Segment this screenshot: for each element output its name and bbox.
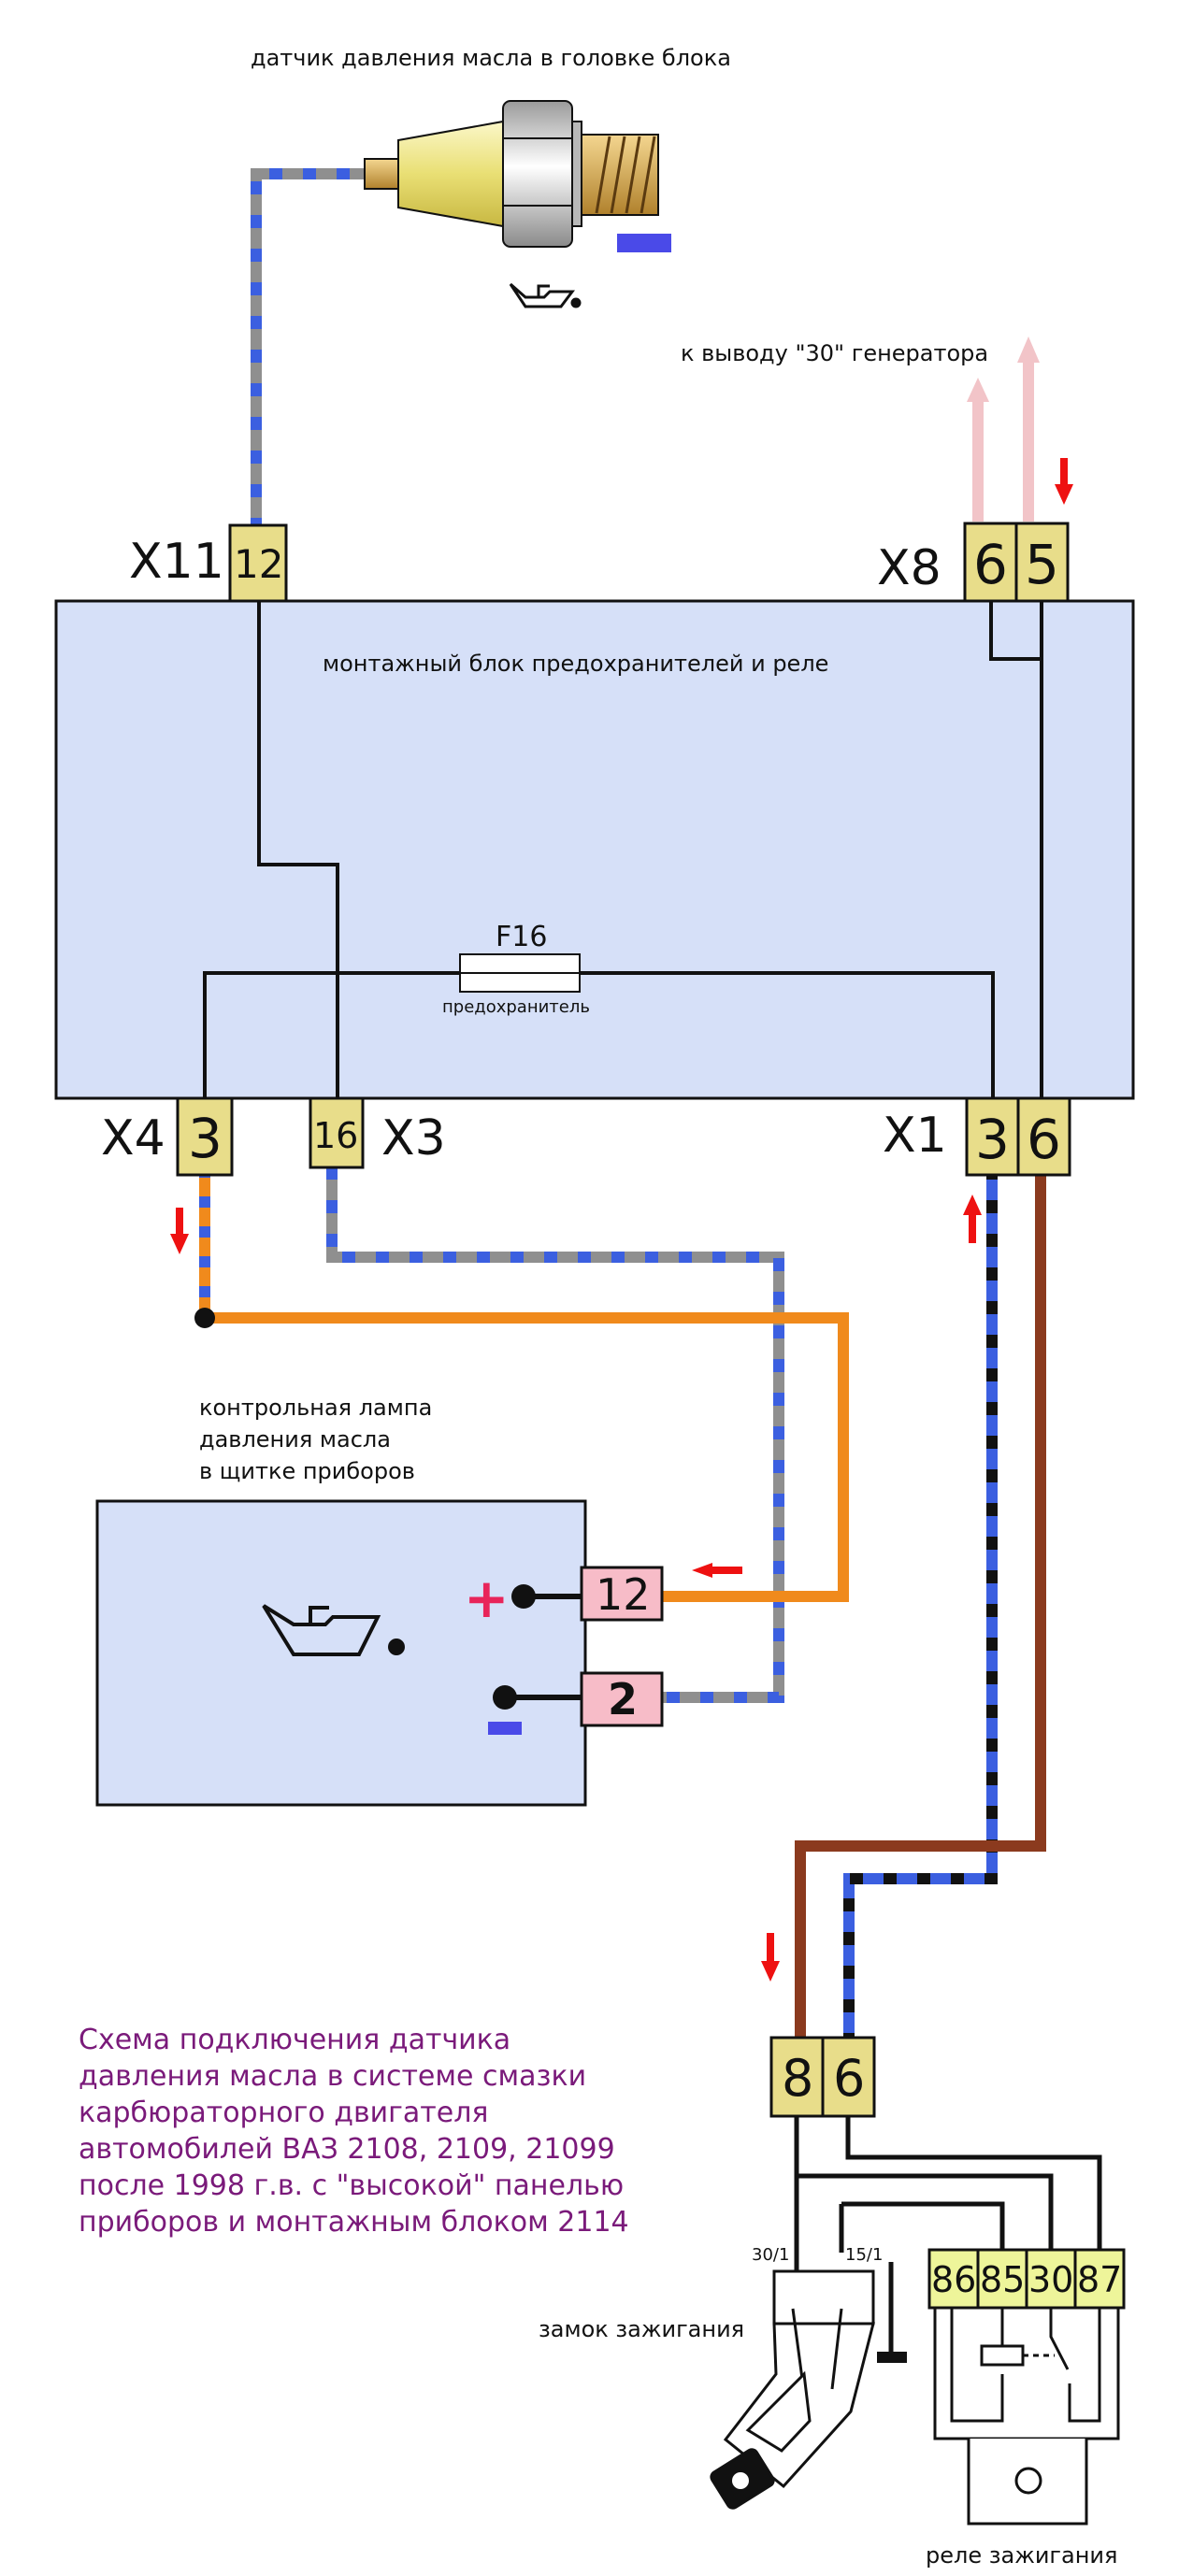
wire-x3-lamp-minus [326, 1166, 784, 1703]
oil-lamp-icon [262, 1604, 405, 1656]
caption-line-3: карбюраторного двигателя [79, 2097, 488, 2129]
relay-pin-87[interactable] [1073, 2248, 1126, 2310]
caption-line-2: давления масла в системе смазки [79, 2060, 586, 2093]
fuse-block [54, 599, 1135, 1100]
caption-line-6: приборов и монтажным блоком 2114 [79, 2206, 629, 2239]
lamp-label-line2: давления масла [199, 1426, 391, 1453]
fuse-name: предохранитель [442, 997, 590, 1017]
lamp-pin-2-label: 2 [608, 1674, 638, 1724]
lamp-pin-12-label: 12 [596, 1569, 651, 1620]
connector-x4-label: X4 [101, 1110, 165, 1166]
x8-pin-5[interactable] [1014, 522, 1070, 603]
minus-symbol [488, 1722, 522, 1735]
x1-pin-3[interactable] [965, 1096, 1020, 1177]
ignition-relay-label: реле зажигания [926, 2542, 1117, 2569]
fuse-block-label: монтажный блок предохранителей и реле [323, 651, 828, 677]
connector-x11-label: X11 [129, 534, 224, 590]
ground-bar [877, 2352, 907, 2363]
arrow-down-switch [761, 1933, 780, 1982]
lamp-label-line3: в щитке приборов [199, 1458, 415, 1484]
caption-line-5: после 1998 г.в. с "высокой" панелью [79, 2169, 624, 2202]
x8-pin-6-label: 6 [973, 533, 1008, 596]
generator-arrows [967, 336, 1040, 522]
wire-sensor-x11 [251, 168, 383, 525]
x3-pin-16-label: 16 [313, 1115, 358, 1156]
x1-pin-3-label: 3 [975, 1108, 1010, 1171]
caption-line-4: автомобилей ВАЗ 2108, 2109, 21099 [79, 2133, 615, 2166]
arrow-up-x1 [963, 1195, 982, 1243]
x3-pin-16[interactable] [309, 1096, 365, 1169]
arrow-left-lamp [692, 1563, 742, 1578]
switch-pin-30-1: 30/1 [752, 2245, 789, 2265]
x1-pin-6-label: 6 [1027, 1108, 1061, 1171]
fuse-block-internal-wiring [203, 601, 1043, 1098]
x11-pin-12[interactable] [228, 523, 288, 603]
relay-pin-86-label: 86 [931, 2259, 976, 2300]
ignition-relay [933, 2306, 1120, 2526]
wire-x1-switch-6 [843, 1166, 998, 2038]
connector-x8-label: X8 [877, 540, 941, 596]
oil-pressure-sensor [364, 100, 659, 248]
connector-x3-label: X3 [381, 1110, 446, 1166]
relay-pin-85-label: 85 [980, 2259, 1025, 2300]
oil-can-icon [509, 282, 582, 308]
switch-pin-8[interactable] [769, 2036, 825, 2118]
caption-line-1: Схема подключения датчика [79, 2024, 510, 2056]
sensor-ground-minus [617, 234, 671, 252]
fuse-id: F16 [496, 921, 547, 953]
switch-pin-15-1: 15/1 [845, 2245, 883, 2265]
x4-pin-3-label: 3 [188, 1107, 223, 1170]
x4-pin-3[interactable] [176, 1096, 234, 1177]
instrument-cluster-panel [95, 1499, 587, 1807]
lamp-pin-12[interactable] [580, 1566, 664, 1622]
switch-pin-8-label: 8 [782, 2049, 813, 2108]
ignition-switch [710, 2269, 875, 2510]
lamp-label-line1: контрольная лампа [199, 1395, 432, 1421]
lamp-pin-2[interactable] [580, 1671, 664, 1727]
switch-pin-6-label: 6 [833, 2049, 865, 2108]
sensor-label: датчик давления масла в головке блока [251, 45, 731, 71]
x1-pin-6[interactable] [1016, 1096, 1071, 1177]
switch-pin-6[interactable] [821, 2036, 876, 2118]
x8-pin-5-label: 5 [1025, 533, 1059, 596]
wire-x4-lamp-plus [194, 1166, 849, 1602]
connector-x1-label: X1 [883, 1108, 947, 1164]
generator-label: к выводу "30" генератора [681, 340, 988, 366]
plus-symbol: + [464, 1567, 510, 1630]
relay-pin-30-label: 30 [1028, 2259, 1073, 2300]
x11-pin-12-label: 12 [234, 541, 283, 587]
lamp-plus-terminal [511, 1584, 536, 1609]
arrow-down-x8 [1055, 458, 1073, 505]
lamp-minus-terminal [493, 1685, 517, 1710]
arrow-down-x4 [170, 1208, 189, 1254]
relay-pin-87-label: 87 [1077, 2259, 1122, 2300]
ignition-switch-label: замок зажигания [539, 2316, 744, 2342]
wire-x1-switch-8 [795, 1166, 1046, 2038]
